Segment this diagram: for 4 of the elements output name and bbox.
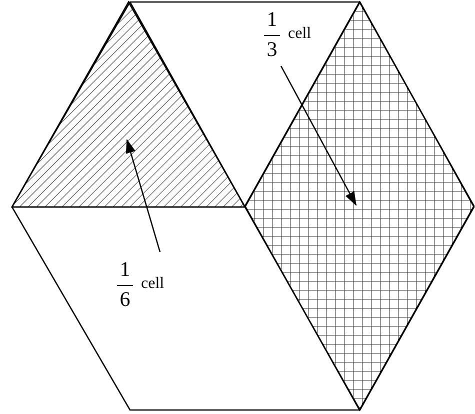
leader-arrow bbox=[280, 66, 357, 206]
grid-hatched-rhombus bbox=[245, 2, 474, 410]
diagonal-hatched-triangle bbox=[12, 2, 245, 207]
leader-arrow bbox=[126, 139, 161, 252]
